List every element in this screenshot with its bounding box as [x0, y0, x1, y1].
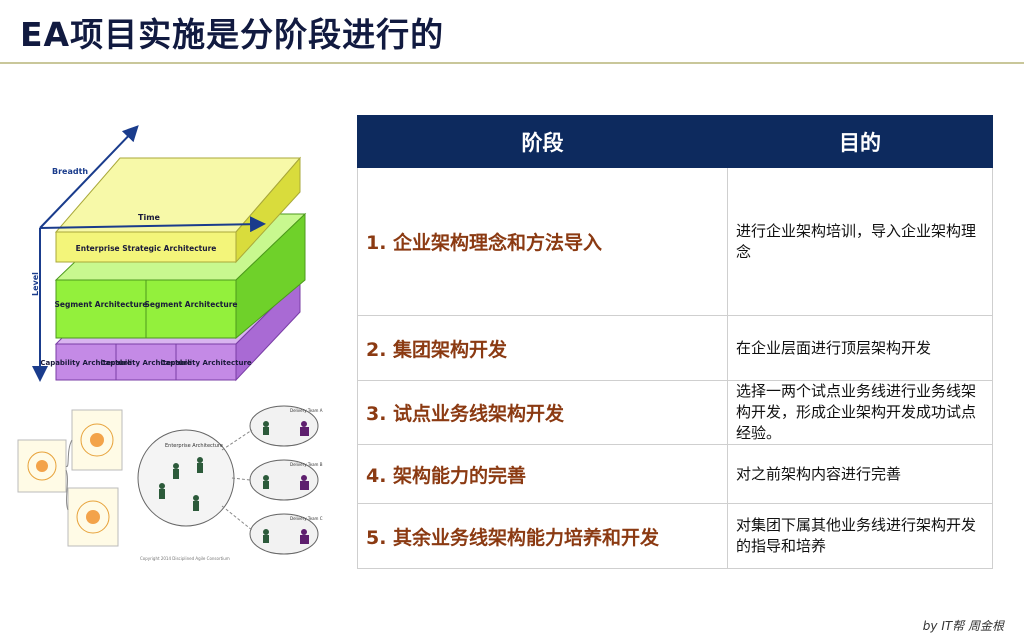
stage-cell: 5. 其余业务线架构能力培养和开发 — [357, 503, 728, 569]
header-purpose: 目的 — [727, 115, 993, 168]
table-row: 5. 其余业务线架构能力培养和开发 对集团下属其他业务线进行架构开发的指导和培养 — [357, 503, 993, 569]
table-row: 4. 架构能力的完善 对之前架构内容进行完善 — [357, 444, 993, 504]
stage-cell: 3. 试点业务线架构开发 — [357, 380, 728, 445]
segment-label-2: Segment Architecture — [145, 300, 238, 309]
breadth-axis — [39, 125, 139, 229]
table-row: 3. 试点业务线架构开发 选择一两个试点业务线进行业务线架构开发，形成企业架构开… — [357, 380, 993, 445]
table-row: 1. 企业架构理念和方法导入 进行企业架构培训，导入企业架构理念 — [357, 167, 993, 316]
capability-label-3: Capability Architecture — [160, 359, 252, 367]
stage-table: 阶段 目的 1. 企业架构理念和方法导入 进行企业架构培训，导入企业架构理念 2… — [357, 115, 993, 569]
ea-illustrations: Capability Architecture Capability Archi… — [17, 125, 323, 561]
time-label: Time — [138, 213, 161, 222]
slide-title: EA项目实施是分阶段进行的 — [20, 15, 445, 54]
strategic-layer: Enterprise Strategic Architecture — [54, 156, 302, 264]
copyright-text: Copyright 2014 Disciplined Agile Consort… — [140, 556, 230, 561]
team-c-label: Delivery Team C — [290, 516, 323, 521]
ea-label: Enterprise Architecture — [165, 443, 223, 449]
breadth-label: Breadth — [52, 167, 88, 176]
stage-cell: 1. 企业架构理念和方法导入 — [357, 167, 728, 316]
capability-label-2: Capability Architecture — [100, 359, 192, 367]
header-stage: 阶段 — [357, 115, 728, 168]
segment-label-1: Segment Architecture — [55, 300, 148, 309]
purpose-cell: 对之前架构内容进行完善 — [727, 444, 993, 504]
purpose-cell: 对集团下属其他业务线进行架构开发的指导和培养 — [727, 503, 993, 569]
team-b-label: Delivery Team B — [290, 462, 323, 467]
team-structure-sketch: Enterprise Architecture Delivery Team A … — [137, 405, 323, 561]
purpose-cell: 在企业层面进行顶层架构开发 — [727, 315, 993, 381]
team-a-label: Delivery Team A — [290, 408, 323, 413]
table-row: 2. 集团架构开发 在企业层面进行顶层架构开发 — [357, 315, 993, 381]
architecture-sketches — [17, 409, 123, 547]
purpose-cell: 选择一两个试点业务线进行业务线架构开发，形成企业架构开发成功试点经验。 — [727, 380, 993, 445]
strategic-label: Enterprise Strategic Architecture — [76, 244, 217, 253]
capability-label-1: Capability Architecture — [40, 359, 132, 367]
stage-cell: 2. 集团架构开发 — [357, 315, 728, 381]
title-divider — [0, 62, 1024, 64]
stage-cell: 4. 架构能力的完善 — [357, 444, 728, 504]
purpose-cell: 进行企业架构培训，导入企业架构理念 — [727, 167, 993, 316]
level-label: Level — [31, 272, 40, 296]
footer-credit: by IT帮 周金根 — [922, 619, 1004, 633]
time-axis — [39, 216, 266, 233]
table-header-row: 阶段 目的 — [357, 115, 993, 168]
